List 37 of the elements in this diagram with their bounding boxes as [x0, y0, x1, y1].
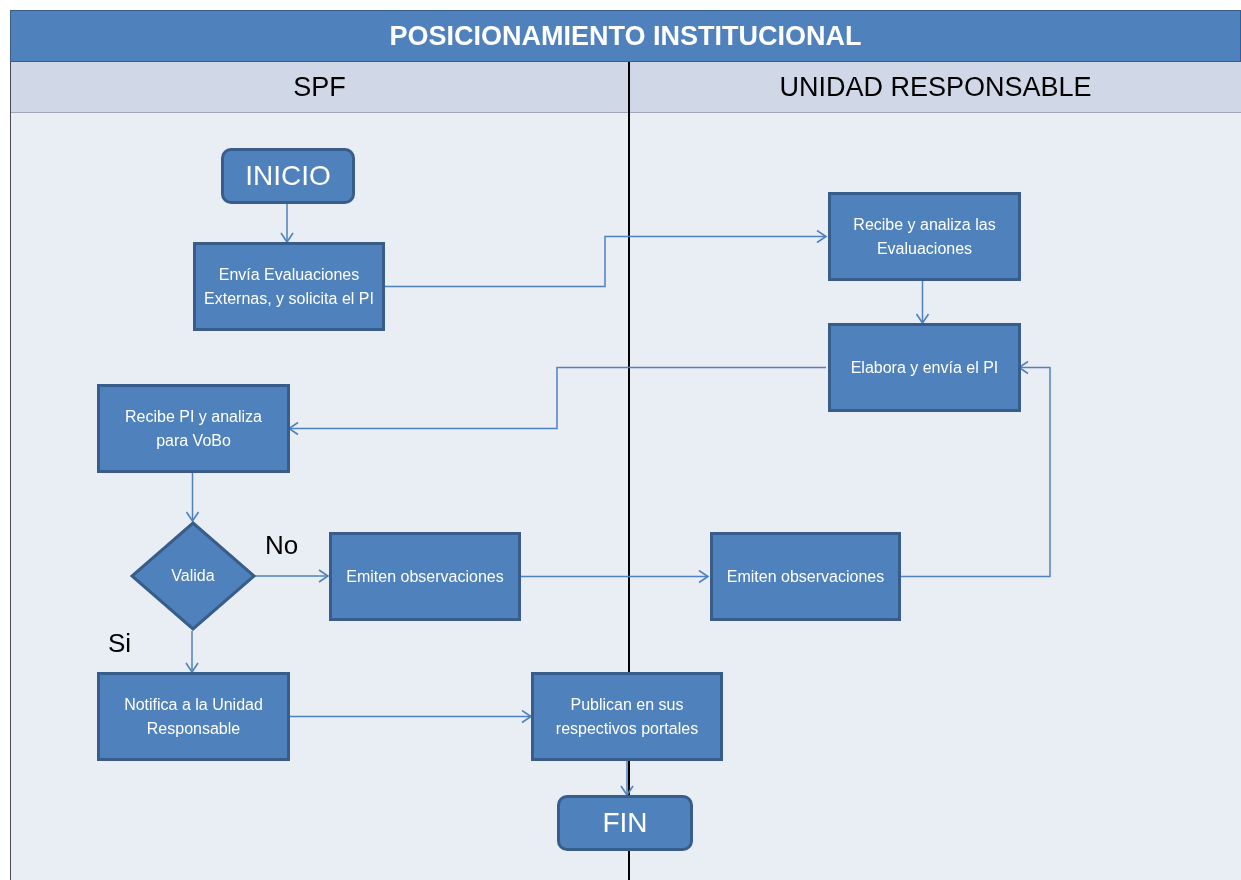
arrow [383, 229, 827, 288]
terminal-box [557, 795, 693, 851]
arrow [898, 360, 1051, 578]
arrow [288, 366, 827, 436]
box-text: FIN [602, 805, 648, 840]
box-text: Recibe y analiza las Evaluaciones [852, 215, 997, 259]
arrow [254, 569, 329, 583]
process-box [531, 672, 723, 761]
arrow [185, 630, 199, 673]
process-box [710, 532, 901, 621]
edge-label: Si [108, 628, 132, 659]
process-box [329, 532, 521, 621]
edge-label: No [265, 530, 299, 561]
lane-header: SPF [11, 62, 628, 113]
box-text: Publican en sus respectivos portales [554, 695, 700, 739]
arrow [519, 569, 709, 584]
title-bar: POSICIONAMIENTO INSTITUCIONAL [10, 10, 1241, 62]
process-box [97, 384, 290, 473]
terminal-box [221, 148, 355, 204]
arrow [185, 472, 200, 522]
process-box [193, 242, 385, 331]
lane-header: UNIDAD RESPONSABLE [630, 62, 1241, 113]
box-text: Emiten observaciones [726, 566, 885, 587]
box-text: Envía Evaluaciones Externas, y solicita el PI [204, 265, 374, 309]
process-box [828, 323, 1021, 412]
box-text: Elabora y envía el PI [850, 357, 999, 378]
box-text: Notifica a la Unidad Responsable [123, 695, 264, 739]
box-text: Valida [171, 566, 215, 587]
arrow [620, 760, 634, 796]
arrow [280, 203, 294, 243]
arrow [288, 709, 532, 724]
box-text: INICIO [245, 158, 331, 193]
process-box [97, 672, 290, 761]
arrow [915, 280, 930, 324]
box-text: Recibe PI y analiza para VoBo [124, 407, 263, 451]
process-box [828, 192, 1021, 281]
box-text: Emiten observaciones [346, 566, 504, 587]
